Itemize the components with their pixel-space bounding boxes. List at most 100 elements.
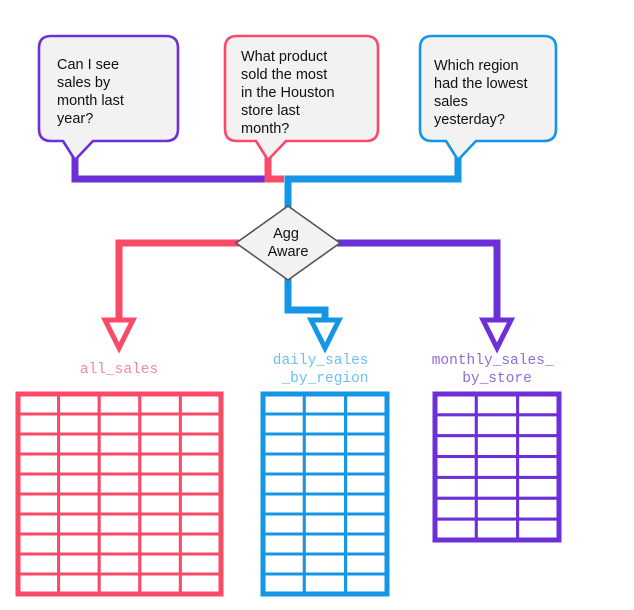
table-cell (474, 496, 520, 521)
table-outer-border (432, 391, 562, 543)
table-cell (57, 472, 101, 496)
table-grid-daily-sales-by-region (260, 391, 390, 597)
table-cell (16, 552, 61, 576)
table-cell (344, 452, 389, 476)
agg-aware-label: Agg Aware (268, 226, 309, 260)
table-cell (57, 552, 101, 576)
table-cell (344, 492, 389, 516)
table-cell (344, 512, 389, 536)
table-cell (178, 412, 223, 436)
table-cell (138, 512, 182, 536)
table-cell (261, 512, 306, 536)
edge-agg-to-all-sales (115, 239, 240, 322)
table-cell (344, 532, 389, 556)
table-grid-monthly-sales-by-store (432, 391, 562, 543)
table-cell (178, 512, 223, 536)
speech-bubble-shape (223, 34, 380, 162)
table-cell (138, 452, 182, 476)
table-cell (57, 572, 101, 596)
table-label-daily-sales-by-region: daily_sales _by_region (273, 353, 377, 387)
table-cell (16, 412, 61, 436)
table-cell (433, 413, 478, 438)
table-cell (97, 472, 142, 496)
question-bubble-region-sales: Which region had the lowest sales yester… (418, 34, 558, 162)
table-cell (178, 392, 223, 416)
edge-question1-to-bus (71, 150, 268, 183)
table-cell (178, 572, 223, 596)
table-cell (302, 572, 348, 596)
table-cell (16, 472, 61, 496)
speech-bubble-shape (37, 34, 180, 162)
table-cell (302, 392, 348, 416)
table-cell (261, 472, 306, 496)
table-cell (57, 492, 101, 516)
table-cell (261, 452, 306, 476)
table-cell (302, 492, 348, 516)
table-cell (302, 452, 348, 476)
table-cell (433, 475, 478, 500)
table-cell (97, 392, 142, 416)
table-cell (474, 455, 520, 479)
table-cell (516, 413, 561, 438)
table-cell (344, 552, 389, 576)
table-cell (261, 552, 306, 576)
table-cell (178, 552, 223, 576)
table-cell (57, 392, 101, 416)
table-cell (97, 412, 142, 436)
arrowhead-all-sales (100, 317, 138, 354)
table-cell (138, 472, 182, 496)
table-cell (516, 455, 561, 479)
edge-agg-to-daily-sales (284, 274, 329, 322)
table-cell (178, 472, 223, 496)
table-cell (138, 572, 182, 596)
arrowhead-monthly-sales (478, 317, 516, 354)
table-cell (97, 552, 142, 576)
table-cell (16, 532, 61, 556)
table-cell (138, 492, 182, 516)
table-cell (516, 496, 561, 521)
diamond-shape (234, 205, 342, 281)
table-cell (516, 475, 561, 500)
table-cell (261, 392, 306, 416)
table-cell (302, 512, 348, 536)
table-cell (16, 432, 61, 456)
table-cell (474, 517, 520, 542)
table-cell (474, 475, 520, 500)
table-cell (344, 412, 389, 436)
table-cell (57, 412, 101, 436)
agg-aware-decision-node: Agg Aware (234, 205, 342, 281)
table-cell (261, 492, 306, 516)
table-cell (97, 572, 142, 596)
table-cell (97, 492, 142, 516)
speech-bubble-shape (418, 34, 558, 162)
edge-agg-to-monthly-sales (337, 239, 501, 322)
table-cell (433, 455, 478, 479)
table-cell (433, 434, 478, 459)
table-cell (261, 432, 306, 456)
table-cell (97, 532, 142, 556)
table-cell (138, 392, 182, 416)
table-cell (516, 392, 561, 417)
table-cell (302, 532, 348, 556)
table-cell (16, 392, 61, 416)
table-cell (433, 496, 478, 521)
question-text-line: What product sold the most in the Housto… (241, 49, 339, 137)
output-edges-group (100, 239, 516, 354)
table-cell (138, 432, 182, 456)
question-bubble-month-sales: Can I see sales by month last year? (37, 34, 180, 162)
table-cell (16, 512, 61, 536)
table-cell (97, 432, 142, 456)
table-cell (474, 392, 520, 417)
table-cell (474, 434, 520, 459)
table-label-all-sales: all_sales (80, 362, 158, 378)
question-text-line: Can I see sales by month last year? (57, 57, 128, 127)
table-cell (178, 432, 223, 456)
question-text-line: Which region had the lowest sales yester… (434, 58, 532, 128)
table-cell (302, 472, 348, 496)
table-grid-all-sales (15, 391, 224, 597)
table-outer-border (260, 391, 390, 597)
table-outer-border (15, 391, 224, 597)
table-cell (344, 472, 389, 496)
